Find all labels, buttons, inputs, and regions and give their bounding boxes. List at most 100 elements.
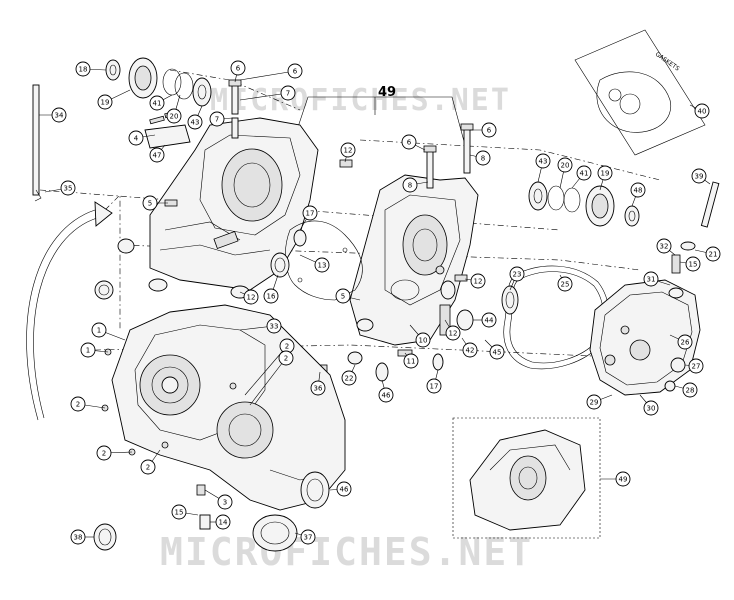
callout-circle [335, 288, 351, 304]
callout-circle [70, 529, 86, 545]
callout-number: 1 [97, 327, 101, 335]
callout-12: 12 [445, 325, 461, 341]
callout-number: 21 [709, 251, 718, 259]
callout-number: 20 [561, 162, 570, 170]
callout-number: 43 [539, 158, 548, 166]
callout-2: 2 [278, 350, 294, 366]
callout-circle [691, 168, 707, 184]
small-parts-right [664, 181, 720, 392]
callout-41: 41 [149, 95, 165, 111]
callout-number: 33 [270, 323, 279, 331]
callout-circle [314, 257, 330, 273]
callout-31: 31 [643, 271, 659, 287]
callout-number: 7 [215, 116, 219, 124]
callout-1: 1 [91, 322, 107, 338]
callout-circle [682, 382, 698, 398]
callout-circle [597, 165, 613, 181]
callout-circle [96, 445, 112, 461]
assembly-49-label: 49 [378, 85, 396, 100]
tube-34 [32, 84, 42, 202]
callout-4: 4 [128, 130, 144, 146]
callout-38: 38 [70, 529, 86, 545]
callout-12: 12 [243, 289, 259, 305]
callout-7: 7 [209, 111, 225, 127]
callout-number: 15 [175, 509, 184, 517]
callout-number: 7 [286, 90, 290, 98]
callout-13: 13 [314, 257, 330, 273]
callout-20: 20 [166, 108, 182, 124]
callout-circle [656, 238, 672, 254]
callout-number: 22 [345, 375, 354, 383]
callout-18: 18 [75, 61, 91, 77]
callout-42: 42 [462, 342, 478, 358]
callout-circle [576, 165, 592, 181]
callout-circle [470, 273, 486, 289]
assembly-49-bracket: 49 [296, 85, 466, 146]
callout-circle [475, 150, 491, 166]
callout-number: 14 [219, 519, 228, 527]
callout-number: 45 [493, 349, 502, 357]
callout-20: 20 [557, 157, 573, 173]
callout-circle [489, 344, 505, 360]
callout-48: 48 [630, 182, 646, 198]
callout-number: 11 [407, 358, 416, 366]
callout-29: 29 [586, 394, 602, 410]
callout-circle [266, 318, 282, 334]
callout-number: 30 [647, 405, 656, 413]
callout-16: 16 [263, 288, 279, 304]
gasket-set-label: GASKETS [654, 51, 681, 73]
callout-number: 12 [474, 278, 483, 286]
callout-circle [688, 358, 704, 374]
callout-circle [166, 108, 182, 124]
callout-27: 27 [688, 358, 704, 374]
callout-number: 17 [430, 383, 439, 391]
callout-43: 43 [187, 114, 203, 130]
crankcase-right-upper [349, 174, 479, 346]
inset-box-49 [452, 417, 601, 539]
callout-number: 4 [134, 135, 139, 143]
callout-number: 31 [647, 276, 656, 284]
callout-26: 26 [677, 334, 693, 350]
callout-46: 46 [378, 387, 394, 403]
callout-6: 6 [401, 134, 417, 150]
callout-34: 34 [51, 107, 67, 123]
gasket-25 [503, 265, 610, 370]
callout-39: 39 [691, 168, 707, 184]
callout-circle [378, 387, 394, 403]
callout-number: 17 [306, 210, 315, 218]
callout-circle [401, 134, 417, 150]
callout-circle [615, 471, 631, 487]
callout-37: 37 [300, 529, 316, 545]
callout-number: 44 [485, 317, 494, 325]
callout-number: 6 [407, 139, 412, 147]
callout-circle [643, 400, 659, 416]
leader-line-c7a [239, 92, 289, 101]
callout-circle [445, 325, 461, 341]
callout-circle [557, 157, 573, 173]
callout-number: 39 [695, 173, 704, 181]
callout-15: 15 [171, 504, 187, 520]
callout-circle [278, 350, 294, 366]
callout-number: 3 [223, 499, 227, 507]
callout-circle [217, 494, 233, 510]
callout-circle [243, 289, 259, 305]
callout-12: 12 [340, 142, 356, 158]
leader-line-c6b [239, 70, 296, 81]
callout-number: 42 [466, 347, 475, 355]
callout-46: 46 [336, 481, 352, 497]
callout-36: 36 [310, 380, 326, 396]
callout-45: 45 [489, 344, 505, 360]
callout-30: 30 [643, 400, 659, 416]
callout-circle [230, 60, 246, 76]
callout-number: 23 [513, 271, 522, 279]
callout-circle [97, 94, 113, 110]
callout-number: 10 [419, 337, 428, 345]
watermark-top: MICROFICHES.NET [210, 83, 511, 118]
callout-number: 35 [64, 185, 73, 193]
callout-number: 12 [344, 147, 353, 155]
callout-number: 8 [481, 155, 485, 163]
callout-number: 27 [692, 363, 701, 371]
callout-35: 35 [60, 180, 76, 196]
callout-circle [643, 271, 659, 287]
